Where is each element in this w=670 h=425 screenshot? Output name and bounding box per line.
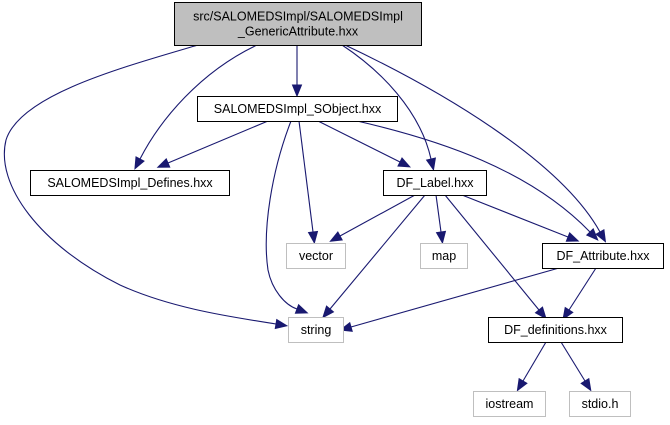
node-box xyxy=(488,317,623,343)
node-label: DF_Label.hxx xyxy=(396,176,474,190)
edge-line xyxy=(341,44,432,160)
edge-line xyxy=(344,44,601,233)
node-string: string xyxy=(288,317,344,343)
edge-arrowhead-icon xyxy=(516,377,528,392)
edge-dflabel-to-dfdefinitions xyxy=(444,194,547,320)
node-label: _GenericAttribute.hxx xyxy=(237,25,359,39)
edge-arrowhead-icon xyxy=(156,157,171,168)
node-label: DF_definitions.hxx xyxy=(504,323,608,337)
node-label: SALOMEDSImpl_SObject.hxx xyxy=(214,102,382,116)
edge-line xyxy=(461,194,569,238)
edge-arrowhead-icon xyxy=(585,227,599,241)
edge-line xyxy=(435,194,442,233)
edge-sobject-to-dflabel xyxy=(317,120,412,168)
edge-dflabel-to-vector xyxy=(329,194,416,242)
node-dfattribute[interactable]: DF_Attribute.hxx xyxy=(542,243,664,269)
edge-arrowhead-icon xyxy=(534,306,547,320)
edge-arrowhead-icon xyxy=(435,230,447,245)
node-vector: vector xyxy=(286,243,346,269)
node-box xyxy=(473,391,546,417)
edge-dfdefinitions-to-iostream xyxy=(516,341,547,392)
node-label: SALOMEDSImpl_Defines.hxx xyxy=(47,176,213,190)
edge-line xyxy=(444,194,540,311)
edge-sobject-to-vector xyxy=(298,120,319,245)
node-box xyxy=(197,96,398,122)
edge-dflabel-to-string xyxy=(322,194,426,319)
edge-arrowhead-icon xyxy=(397,157,412,168)
edge-main-to-dflabel xyxy=(341,44,436,171)
node-dflabel[interactable]: DF_Label.hxx xyxy=(383,170,487,196)
edge-dflabel-to-map xyxy=(435,194,447,245)
edge-main-to-sobject xyxy=(291,45,303,98)
node-box xyxy=(569,391,631,417)
edge-line xyxy=(167,120,269,164)
node-label: string xyxy=(301,323,332,337)
node-box xyxy=(174,2,422,46)
edge-arrowhead-icon xyxy=(294,303,309,314)
node-map: map xyxy=(420,243,468,269)
node-label: stdio.h xyxy=(582,397,619,411)
edge-arrowhead-icon xyxy=(134,156,145,170)
edge-line xyxy=(139,44,258,160)
edge-arrowhead-icon xyxy=(274,318,289,330)
nodes-layer: src/SALOMEDSImpl/SALOMEDSImpl_GenericAtt… xyxy=(30,2,664,417)
edge-line xyxy=(265,120,298,310)
edge-sobject-to-defines xyxy=(156,120,269,168)
edge-sobject-to-string xyxy=(265,120,309,314)
edge-dfattribute-to-dfdefinitions xyxy=(562,267,597,321)
node-defines[interactable]: SALOMEDSImpl_Defines.hxx xyxy=(30,170,230,196)
edge-arrowhead-icon xyxy=(322,305,335,319)
node-box xyxy=(542,243,664,269)
edge-line xyxy=(3,44,277,325)
node-box xyxy=(288,317,344,343)
edge-line xyxy=(317,120,401,163)
node-stdio: stdio.h xyxy=(569,391,631,417)
node-label: src/SALOMEDSImpl/SALOMEDSImpl xyxy=(193,10,403,24)
edge-dflabel-to-dfattribute xyxy=(461,194,580,242)
edge-arrowhead-icon xyxy=(307,230,319,245)
edges-layer xyxy=(3,44,607,392)
edge-line xyxy=(522,341,547,382)
edge-arrowhead-icon xyxy=(562,306,574,321)
edge-line xyxy=(568,267,597,311)
edge-arrowhead-icon xyxy=(595,228,607,243)
edge-sobject-to-dfattribute xyxy=(356,120,599,241)
node-iostream: iostream xyxy=(473,391,546,417)
node-box xyxy=(383,170,487,196)
edge-arrowhead-icon xyxy=(329,231,343,242)
edge-arrowhead-icon xyxy=(580,377,592,392)
node-label: DF_Attribute.hxx xyxy=(556,249,650,263)
edge-main-to-dfattribute xyxy=(344,44,607,243)
edge-main-to-string xyxy=(3,44,289,330)
edge-arrowhead-icon xyxy=(425,157,436,171)
edge-line xyxy=(350,267,560,328)
node-label: map xyxy=(432,249,456,263)
edge-line xyxy=(339,194,416,237)
edge-line xyxy=(356,120,591,233)
edge-main-to-defines xyxy=(134,44,258,170)
node-dfdefinitions[interactable]: DF_definitions.hxx xyxy=(488,317,623,343)
edge-dfdefinitions-to-stdio xyxy=(560,341,592,392)
edge-line xyxy=(298,120,314,233)
node-sobject[interactable]: SALOMEDSImpl_SObject.hxx xyxy=(197,96,398,122)
node-main[interactable]: src/SALOMEDSImpl/SALOMEDSImpl_GenericAtt… xyxy=(174,2,422,46)
node-box xyxy=(286,243,346,269)
node-box xyxy=(30,170,230,196)
node-box xyxy=(420,243,468,269)
node-label: vector xyxy=(299,249,333,263)
edge-arrowhead-icon xyxy=(565,231,580,242)
edge-line xyxy=(560,341,586,382)
edge-line xyxy=(329,194,426,310)
node-label: iostream xyxy=(486,397,534,411)
edge-arrowhead-icon xyxy=(291,84,303,98)
